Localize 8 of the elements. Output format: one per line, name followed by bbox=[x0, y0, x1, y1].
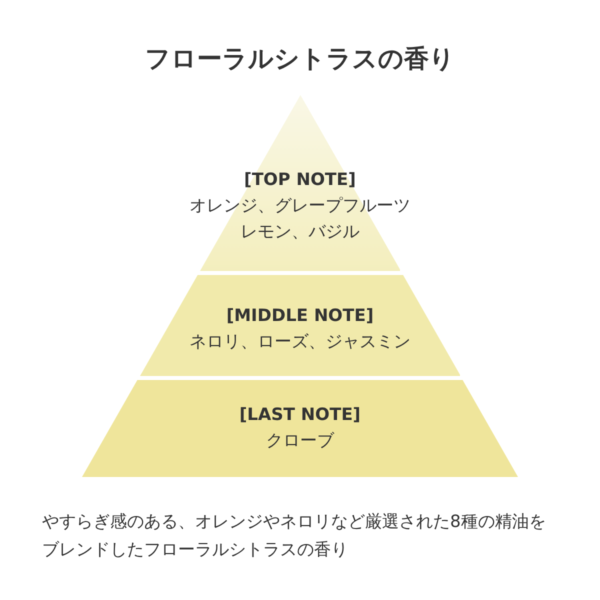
tier-text: クローブ bbox=[265, 430, 336, 453]
caption-text: やすらぎ感のある、オレンジやネロリなど厳選された8種の精油をブレンドしたフローラルシトラスの香り bbox=[42, 511, 547, 562]
tier-heading: [MIDDLE NOTE] bbox=[225, 305, 375, 328]
tier-heading: [LAST NOTE] bbox=[238, 404, 362, 427]
tier-text: オレンジ、グレープフルーツレモン、バジル bbox=[188, 195, 412, 244]
diagram-title: フローラルシトラスの香り bbox=[144, 43, 456, 75]
tier-text: ネロリ、ローズ、ジャスミン bbox=[188, 331, 412, 354]
tier-heading: [TOP NOTE] bbox=[243, 169, 357, 192]
